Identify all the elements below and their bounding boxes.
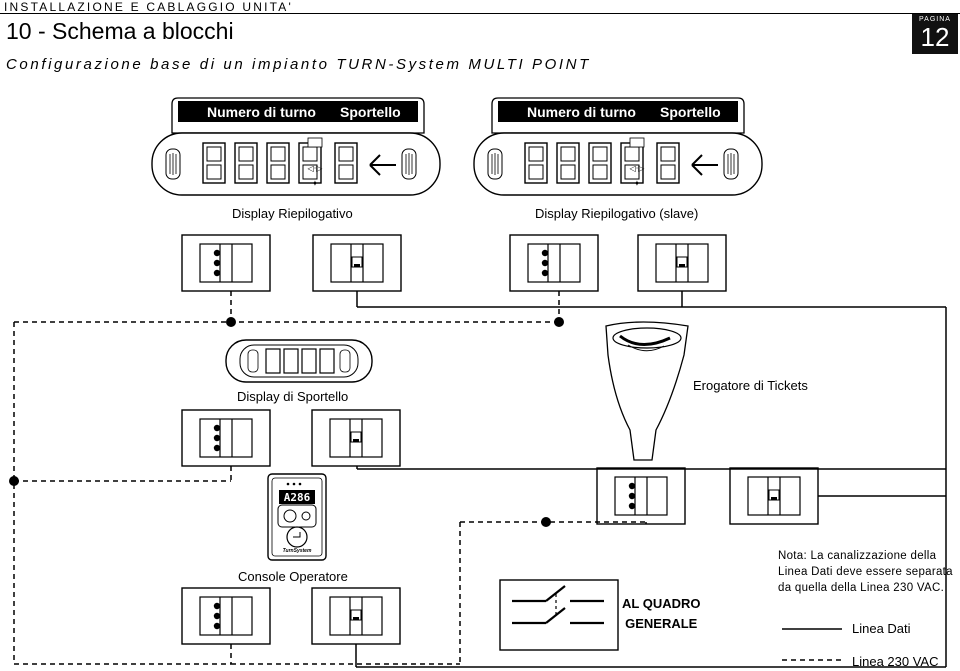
section-header: INSTALLAZIONE E CABLAGGIO UNITA' [4, 0, 293, 14]
header-rule [0, 13, 960, 14]
operator-console-unit: TurnSystem [267, 473, 327, 561]
svg-text:✦: ✦ [634, 179, 641, 188]
wall-plate-data-2 [637, 234, 727, 292]
page-number: 12 [920, 22, 950, 52]
page-badge: PAGINA 12 [912, 14, 958, 54]
power-line-230vac [13, 291, 647, 665]
page-label: PAGINA [919, 16, 951, 23]
slave-header-turn-label: Numero di turno [527, 104, 636, 120]
wall-plate-power-2 [509, 234, 599, 292]
page-title: 10 - Schema a blocchi [6, 18, 234, 44]
wall-plate-data-1 [312, 234, 402, 292]
summary-display-slave-unit: ◁·▷ ✦ [473, 97, 763, 196]
slave-header-desk-label: Sportello [660, 104, 721, 120]
display-main-label: Display Riepilogativo [232, 206, 353, 221]
wall-plate-power-4 [596, 467, 686, 525]
display-header-desk-label: Sportello [340, 104, 401, 120]
wiring-note: Nota: La canalizzazione della Linea Dati… [778, 550, 953, 594]
wall-plate-power-3 [181, 409, 271, 467]
display-slave-label: Display Riepilogativo (slave) [535, 206, 699, 221]
display-header-turn-label: Numero di turno [207, 104, 316, 120]
wall-plate-data-5 [311, 587, 401, 645]
summary-display-unit: ◁·▷ ✦ [151, 97, 441, 196]
legend-power-label: Linea 230 VAC [852, 654, 939, 669]
svg-text:◁·▷: ◁·▷ [307, 164, 324, 173]
svg-text:✦: ✦ [312, 179, 319, 188]
ticket-dispenser-unit [605, 321, 689, 461]
main-panel-label: AL QUADRO GENERALE [622, 594, 700, 634]
console-screen-value: A286 [284, 491, 311, 504]
wall-plate-data-4 [729, 467, 819, 525]
legend-data-label: Linea Dati [852, 621, 911, 636]
counter-display-unit [225, 339, 373, 383]
wall-plate-data-3 [311, 409, 401, 467]
power-line-junctions [9, 317, 564, 527]
main-electrical-panel [499, 579, 619, 651]
svg-text:◁·▷: ◁·▷ [629, 164, 646, 173]
display-counter-label: Display di Sportello [237, 389, 349, 404]
main-panel-label-line2: GENERALE [625, 616, 698, 631]
main-panel-label-line1: AL QUADRO [622, 596, 701, 611]
wall-plate-power-5 [181, 587, 271, 645]
svg-text:TurnSystem: TurnSystem [283, 548, 312, 554]
ticket-dispenser-label: Erogatore di Tickets [693, 378, 808, 393]
wall-plate-power-1 [181, 234, 271, 292]
data-line [355, 291, 947, 668]
page-subtitle: Configurazione base di un impianto TURN-… [6, 56, 591, 73]
console-label: Console Operatore [238, 569, 348, 584]
